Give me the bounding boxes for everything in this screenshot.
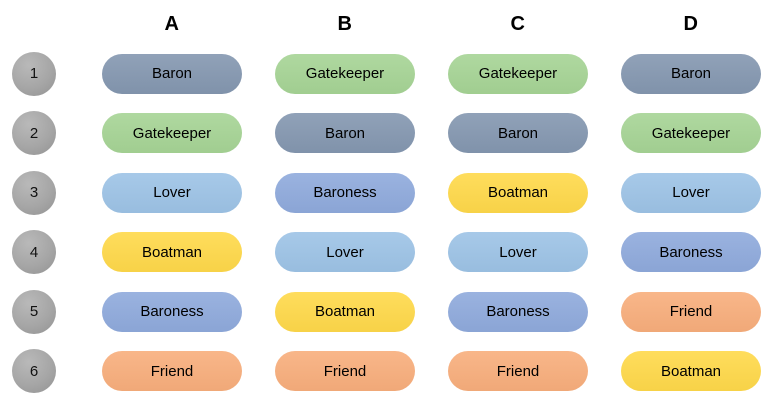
cell-b6-pill[interactable]: Friend <box>275 351 415 392</box>
cell-a3-pill[interactable]: Lover <box>102 172 242 213</box>
cell-c3-pill[interactable]: Boatman <box>448 172 588 213</box>
cell-d6-pill[interactable]: Boatman <box>621 351 761 392</box>
row-number-label: 3 <box>29 184 39 202</box>
column-header-b: B <box>337 12 353 35</box>
row-number-label: 6 <box>29 362 39 380</box>
column-header-d: D <box>683 12 699 35</box>
cell-d2-pill[interactable]: Gatekeeper <box>621 113 761 154</box>
column-header-c: C <box>510 12 526 35</box>
row-number-badge-2: 2 <box>12 111 56 156</box>
row-number-label: 4 <box>29 243 39 261</box>
row-number-label: 2 <box>29 124 39 142</box>
row-number-badge-1: 1 <box>12 51 56 96</box>
column-header-row: A B C D <box>0 4 782 44</box>
cell-c4-pill[interactable]: Lover <box>448 232 588 273</box>
cell-b1-pill[interactable]: Gatekeeper <box>275 53 415 94</box>
cell-b3-pill[interactable]: Baroness <box>275 172 415 213</box>
row-number-badge-4: 4 <box>12 230 56 275</box>
table-row-5: 5 Baroness Boatman Baroness Friend <box>0 282 782 342</box>
table-row-1: 1 Baron Gatekeeper Gatekeeper Baron <box>0 44 782 104</box>
cell-a4-pill[interactable]: Boatman <box>102 232 242 273</box>
cell-c1-pill[interactable]: Gatekeeper <box>448 53 588 94</box>
cell-c2-pill[interactable]: Baron <box>448 113 588 154</box>
table-row-4: 4 Boatman Lover Lover Baroness <box>0 223 782 283</box>
row-number-label: 5 <box>29 303 39 321</box>
cell-d5-pill[interactable]: Friend <box>621 291 761 332</box>
table-row-2: 2 Gatekeeper Baron Baron Gatekeeper <box>0 104 782 164</box>
row-number-badge-5: 5 <box>12 289 56 334</box>
cell-b2-pill[interactable]: Baron <box>275 113 415 154</box>
cell-a5-pill[interactable]: Baroness <box>102 291 242 332</box>
column-header-a: A <box>164 12 180 35</box>
cell-b4-pill[interactable]: Lover <box>275 232 415 273</box>
cell-a6-pill[interactable]: Friend <box>102 351 242 392</box>
cell-c5-pill[interactable]: Baroness <box>448 291 588 332</box>
cell-d4-pill[interactable]: Baroness <box>621 232 761 273</box>
cell-b5-pill[interactable]: Boatman <box>275 291 415 332</box>
cell-d1-pill[interactable]: Baron <box>621 53 761 94</box>
cell-a1-pill[interactable]: Baron <box>102 53 242 94</box>
cell-d3-pill[interactable]: Lover <box>621 172 761 213</box>
table-row-3: 3 Lover Baroness Boatman Lover <box>0 163 782 223</box>
row-number-label: 1 <box>29 65 39 83</box>
cell-c6-pill[interactable]: Friend <box>448 351 588 392</box>
row-number-badge-3: 3 <box>12 170 56 215</box>
cell-a2-pill[interactable]: Gatekeeper <box>102 113 242 154</box>
table-row-6: 6 Friend Friend Friend Boatman <box>0 342 782 402</box>
row-number-badge-6: 6 <box>12 349 56 394</box>
